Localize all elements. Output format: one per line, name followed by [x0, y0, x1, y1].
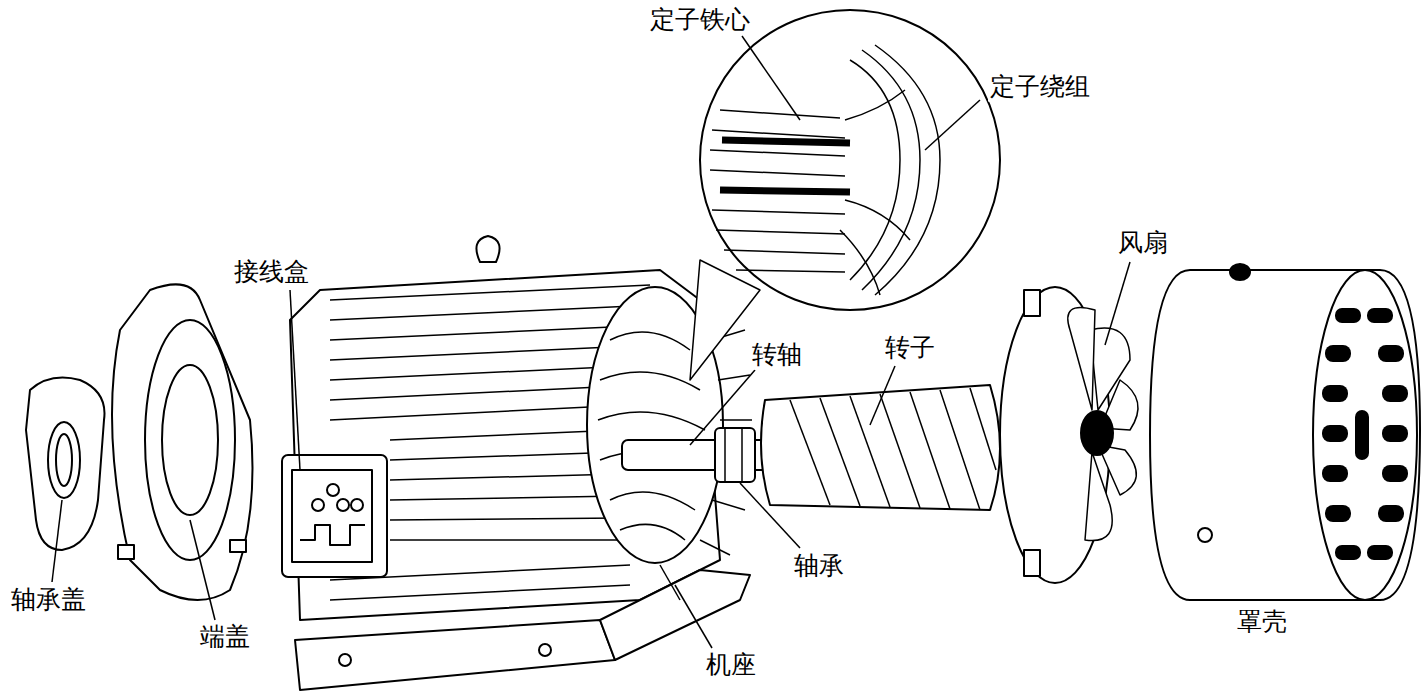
terminals [312, 484, 363, 511]
stator-winding-coils [840, 45, 940, 295]
foot-hole [339, 654, 351, 666]
rotor-core [761, 385, 1000, 510]
rotor-bars [790, 388, 996, 510]
part-label: 罩壳 [1235, 608, 1289, 637]
part-label: 定子绕组 [988, 73, 1092, 102]
frame-foot [295, 620, 615, 690]
fan-hub [1081, 411, 1113, 455]
slot-wedge [720, 190, 850, 192]
part-label: 接线盒 [232, 258, 311, 287]
part-label: 转子 [883, 334, 937, 363]
foot-hole [539, 644, 551, 656]
cover-screw-hole [1198, 528, 1212, 542]
terminal-wires [300, 525, 365, 545]
frame-foot [600, 570, 750, 660]
part-label: 轴承 [792, 552, 846, 581]
part-label: 轴承盖 [9, 586, 88, 615]
bearing-cover-hole [48, 422, 80, 498]
end-cap-ring [145, 320, 235, 560]
cover-screw [1230, 264, 1250, 280]
end-cap-lug [118, 545, 134, 559]
fan-cover [1150, 270, 1420, 600]
fan-blades [1068, 308, 1138, 541]
magnifier-circle [700, 10, 1000, 310]
rotor-bearing [715, 428, 755, 482]
bearing-cover-inner [56, 434, 72, 486]
terminal-box [282, 455, 387, 577]
end-cap-lug [230, 540, 246, 552]
bearing-cover [26, 378, 105, 550]
leader-lines [52, 36, 1130, 648]
cover-vent-slots [1322, 308, 1408, 560]
terminal-box-inner [292, 470, 372, 562]
fan-stud [1024, 550, 1040, 576]
fan-stud [1024, 290, 1040, 316]
end-cap [112, 284, 253, 600]
part-label: 端盖 [198, 623, 252, 652]
part-label: 机座 [704, 651, 758, 680]
stator-winding-ends [598, 332, 705, 540]
part-label: 风扇 [1116, 229, 1170, 258]
lifting-eye [476, 236, 499, 262]
end-cap-hub [162, 365, 218, 515]
fan-cover-face [1313, 270, 1417, 600]
part-label: 转轴 [750, 341, 804, 370]
slot-wedge [722, 140, 850, 143]
part-label: 定子铁心 [648, 6, 752, 35]
